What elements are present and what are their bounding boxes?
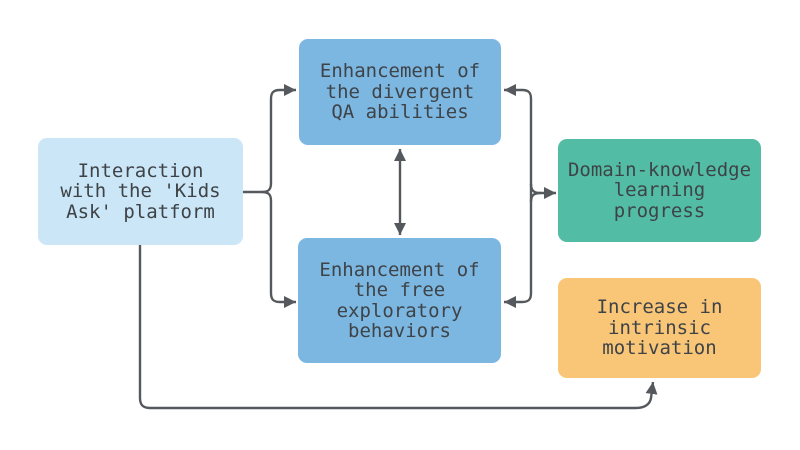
edge-to-domain-knowledge-joint [529, 191, 542, 203]
edge-mediators-vertical [504, 84, 533, 308]
node-intrinsic-motivation: Increase in intrinsic motivation [558, 278, 761, 378]
node-divergent-qa: Enhancement of the divergent QA abilitie… [299, 39, 501, 145]
edge-platform-to-free-exploration [261, 190, 296, 308]
edge-to-domain-knowledge [529, 183, 556, 199]
node-platform: Interaction with the 'Kids Ask' platform [38, 138, 243, 245]
edge-platform-to-intrinsic-motivation [138, 244, 658, 410]
node-domain-knowledge: Domain-knowledge learning progress [558, 139, 761, 242]
node-free-exploration: Enhancement of the free exploratory beha… [298, 238, 501, 363]
edge-platform-to-divergent-qa [261, 84, 296, 194]
